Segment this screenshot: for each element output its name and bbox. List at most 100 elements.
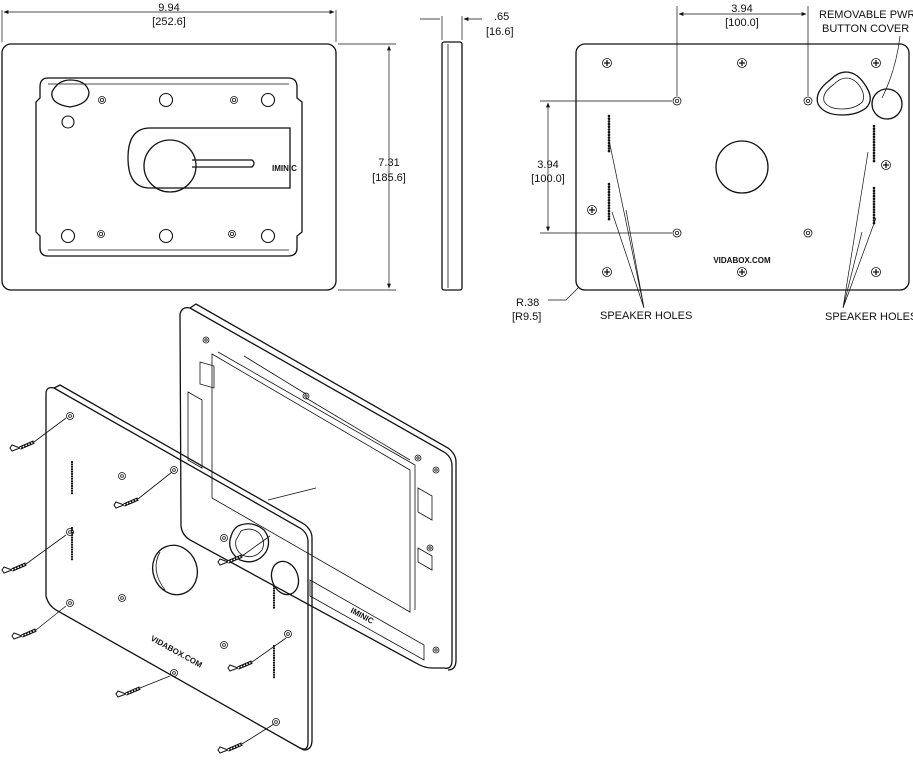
speaker-hole: [70, 546, 74, 549]
hole-spacing-h-mm: [100.0]: [725, 17, 759, 29]
speaker-hole: [70, 529, 74, 532]
speaker-hole: [70, 558, 74, 561]
speaker-hole: [872, 208, 876, 211]
speaker-hole: [70, 541, 74, 544]
side-profile: [441, 41, 463, 291]
speaker-hole: [272, 584, 276, 588]
speaker-hole: [70, 492, 74, 495]
front-screw-hole: [229, 231, 234, 236]
speaker-hole: [272, 668, 276, 672]
speaker-hole: [70, 526, 74, 530]
front-hole: [260, 228, 276, 244]
speaker-hole: [872, 186, 876, 190]
iso-teardrop: [229, 523, 270, 563]
speaker-hole: [272, 649, 276, 652]
removable-leader: [881, 35, 901, 99]
speaker-hole: [272, 666, 276, 669]
iso-screw: [114, 686, 142, 699]
speaker-hole: [872, 189, 876, 192]
speaker-hole: [872, 157, 876, 160]
speaker-hole: [872, 127, 876, 130]
front-keyhole-circle: [143, 139, 197, 193]
iso-frame-logo: IMINIC: [349, 606, 375, 626]
radius-leader: [548, 287, 579, 301]
front-bezel-outline: [1, 43, 337, 291]
speaker-hole: [872, 192, 876, 195]
speaker-hole: [70, 482, 74, 485]
speaker-hole: [272, 647, 276, 650]
iso-speaker-holes-right-1: [272, 584, 276, 609]
power-button-teardrop: [816, 71, 871, 116]
iso-plate: VIDABOX.COM: [45, 384, 313, 751]
front-hole: [60, 228, 76, 244]
speaker-hole: [872, 194, 876, 198]
speaker-label-left: SPEAKER HOLES: [600, 310, 692, 322]
front-screw-hole: [98, 96, 106, 104]
speaker-hole: [70, 548, 74, 551]
speaker-hole: [70, 468, 74, 471]
speaker-hole: [872, 140, 876, 144]
width-mm: [252.6]: [152, 16, 186, 28]
speaker-hole: [272, 594, 276, 597]
speaker-hole: [607, 193, 611, 197]
speaker-hole: [607, 215, 611, 218]
iso-axis-line: [267, 487, 317, 501]
phillips-screw: [737, 58, 747, 68]
speaker-hole: [272, 601, 276, 604]
hole-spacing-v-in: 3.94: [537, 159, 558, 171]
front-slot: [192, 159, 255, 168]
speaker-hole: [272, 659, 276, 662]
front-keyhole-slot: [127, 127, 291, 189]
vesa-hole: [672, 228, 682, 238]
speaker-hole: [607, 190, 611, 194]
removable-label-1: REMOVABLE PWR: [819, 9, 913, 21]
depth-mm: [16.6]: [486, 26, 514, 38]
speaker-hole: [607, 128, 611, 131]
front-screw-hole: [100, 98, 105, 103]
radius-in: R.38: [516, 297, 539, 309]
iso-view: IMINIC: [0, 303, 457, 755]
speaker-hole: [272, 606, 276, 609]
speaker-hole: [607, 130, 611, 134]
iso-center-hole: [151, 544, 199, 596]
speaker-hole: [607, 188, 611, 191]
speaker-hole: [70, 550, 74, 554]
speaker-holes-left-bottom: [607, 182, 611, 221]
phillips-screw: [602, 267, 612, 277]
speaker-hole: [70, 465, 74, 468]
iso-speaker-holes-right-2: [272, 644, 276, 679]
speaker-hole: [272, 652, 276, 655]
speaker-hole: [872, 154, 876, 157]
front-teardrop-cutout: [51, 79, 90, 108]
speaker-hole: [70, 463, 74, 466]
iso-power-cover: [270, 560, 300, 596]
speaker-hole: [70, 534, 74, 537]
speaker-hole: [607, 120, 611, 123]
speaker-hole: [70, 536, 74, 539]
speaker-hole: [607, 144, 611, 147]
iso-screw: [8, 440, 36, 453]
phillips-screw: [871, 267, 881, 277]
speaker-hole: [70, 460, 74, 464]
speaker-hole: [872, 200, 876, 203]
iso-speaker-holes-left-2: [70, 526, 74, 561]
iso-screw: [0, 562, 28, 575]
iso-screw: [10, 628, 38, 641]
speaker-hole: [70, 538, 74, 542]
speaker-hole: [272, 587, 276, 590]
speaker-hole: [872, 143, 876, 147]
speaker-hole: [872, 205, 876, 209]
speaker-holes-right-top: [872, 124, 876, 163]
phillips-screw: [737, 267, 747, 277]
iso-screw: [216, 742, 244, 755]
speaker-hole: [272, 596, 276, 600]
back-view: VIDABOX.COM 3.94 [100.0] 3.94 [100.0] RE…: [512, 3, 913, 323]
speaker-hole: [607, 114, 611, 118]
speaker-hole: [872, 159, 876, 163]
height-mm: [185.6]: [372, 172, 406, 184]
speaker-hole: [607, 198, 611, 202]
speaker-hole: [607, 125, 611, 129]
speaker-hole: [70, 477, 74, 480]
speaker-hole: [70, 531, 74, 534]
